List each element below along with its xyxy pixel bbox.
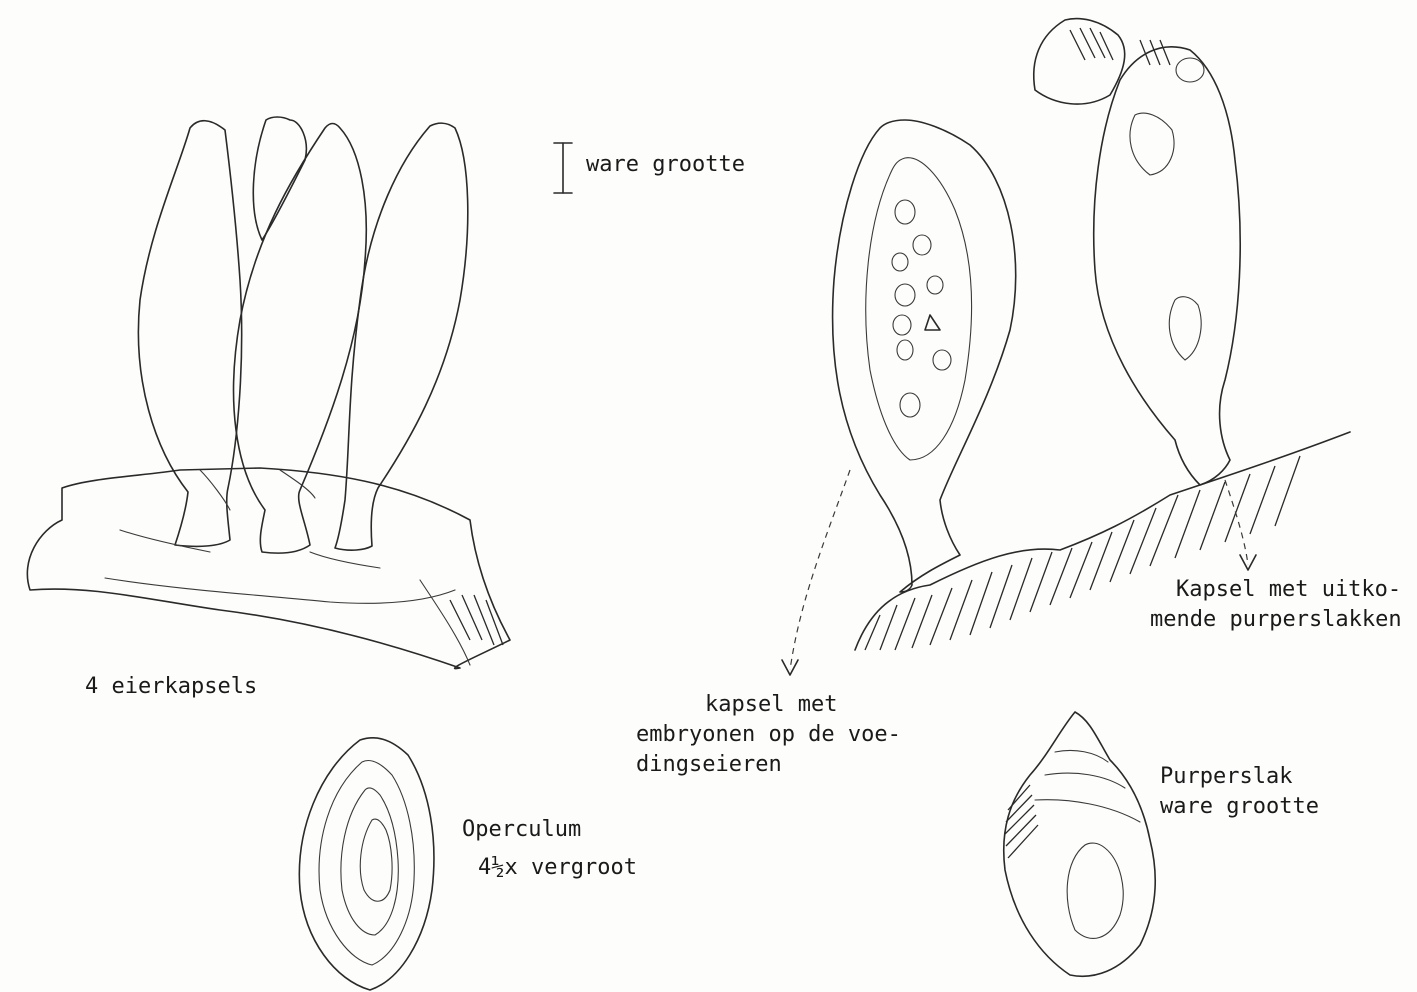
capsule-embryos-line-2: embryonen op de voe- [636,720,901,750]
capsule-hatching-drawing [855,19,1350,650]
emerging-snail-1 [1130,113,1174,175]
hatching-pointer [1225,480,1248,565]
capsule-hatching-line-2: mende purperslakken [1150,605,1402,635]
operculum-drawing [299,738,434,990]
egg-capsules-drawing [27,117,510,669]
lid-hatching [1070,28,1170,65]
egg-capsule-2 [253,117,306,240]
embryo-capsule-outline [833,120,1016,592]
capsule-hatching-line-1: Kapsel met uitko- [1150,575,1402,605]
scale-bar-label: ware grootte [586,150,745,180]
capsule-hatching-label: Kapsel met uitko- mende purperslakken [1150,575,1402,635]
hatching-lid [1034,19,1125,105]
egg-capsule-1 [138,121,241,547]
capsule-embryos-line-1: kapsel met [636,690,901,720]
capsule-embryos-line-3: dingseieren [636,750,901,780]
scale-bar-text: ware grootte [586,152,745,177]
operculum-line-1: Operculum [462,815,637,845]
egg-capsule-4 [335,123,468,550]
egg-capsules-text: 4 eierkapsels [85,674,257,699]
egg-capsules-label: 4 eierkapsels [85,672,257,702]
rock-hatching [450,595,503,645]
snail-shell [1004,712,1155,976]
inner-capsule [866,158,972,460]
snail-aperture [1067,843,1123,938]
snail-hatching [1005,785,1038,858]
operculum-line-2: 4½x vergroot [462,853,637,883]
emerging-snail-2 [1169,297,1201,360]
embryo-pointer [790,470,850,670]
scale-bar [554,143,572,193]
hatching-capsule-outline [1094,47,1240,485]
rock-base [27,468,510,669]
embryos [892,200,951,417]
purple-snail-line-2: ware grootte [1160,792,1319,822]
purple-snail-line-1: Purperslak [1160,762,1319,792]
capsule-embryos-drawing [782,120,1016,675]
purple-snail-label: Purperslak ware grootte [1160,762,1319,822]
capsule-embryos-label: kapsel met embryonen op de voe- dingseie… [636,690,901,780]
purple-snail-drawing [1004,712,1155,976]
operculum-label: Operculum 4½x vergroot [462,815,637,883]
